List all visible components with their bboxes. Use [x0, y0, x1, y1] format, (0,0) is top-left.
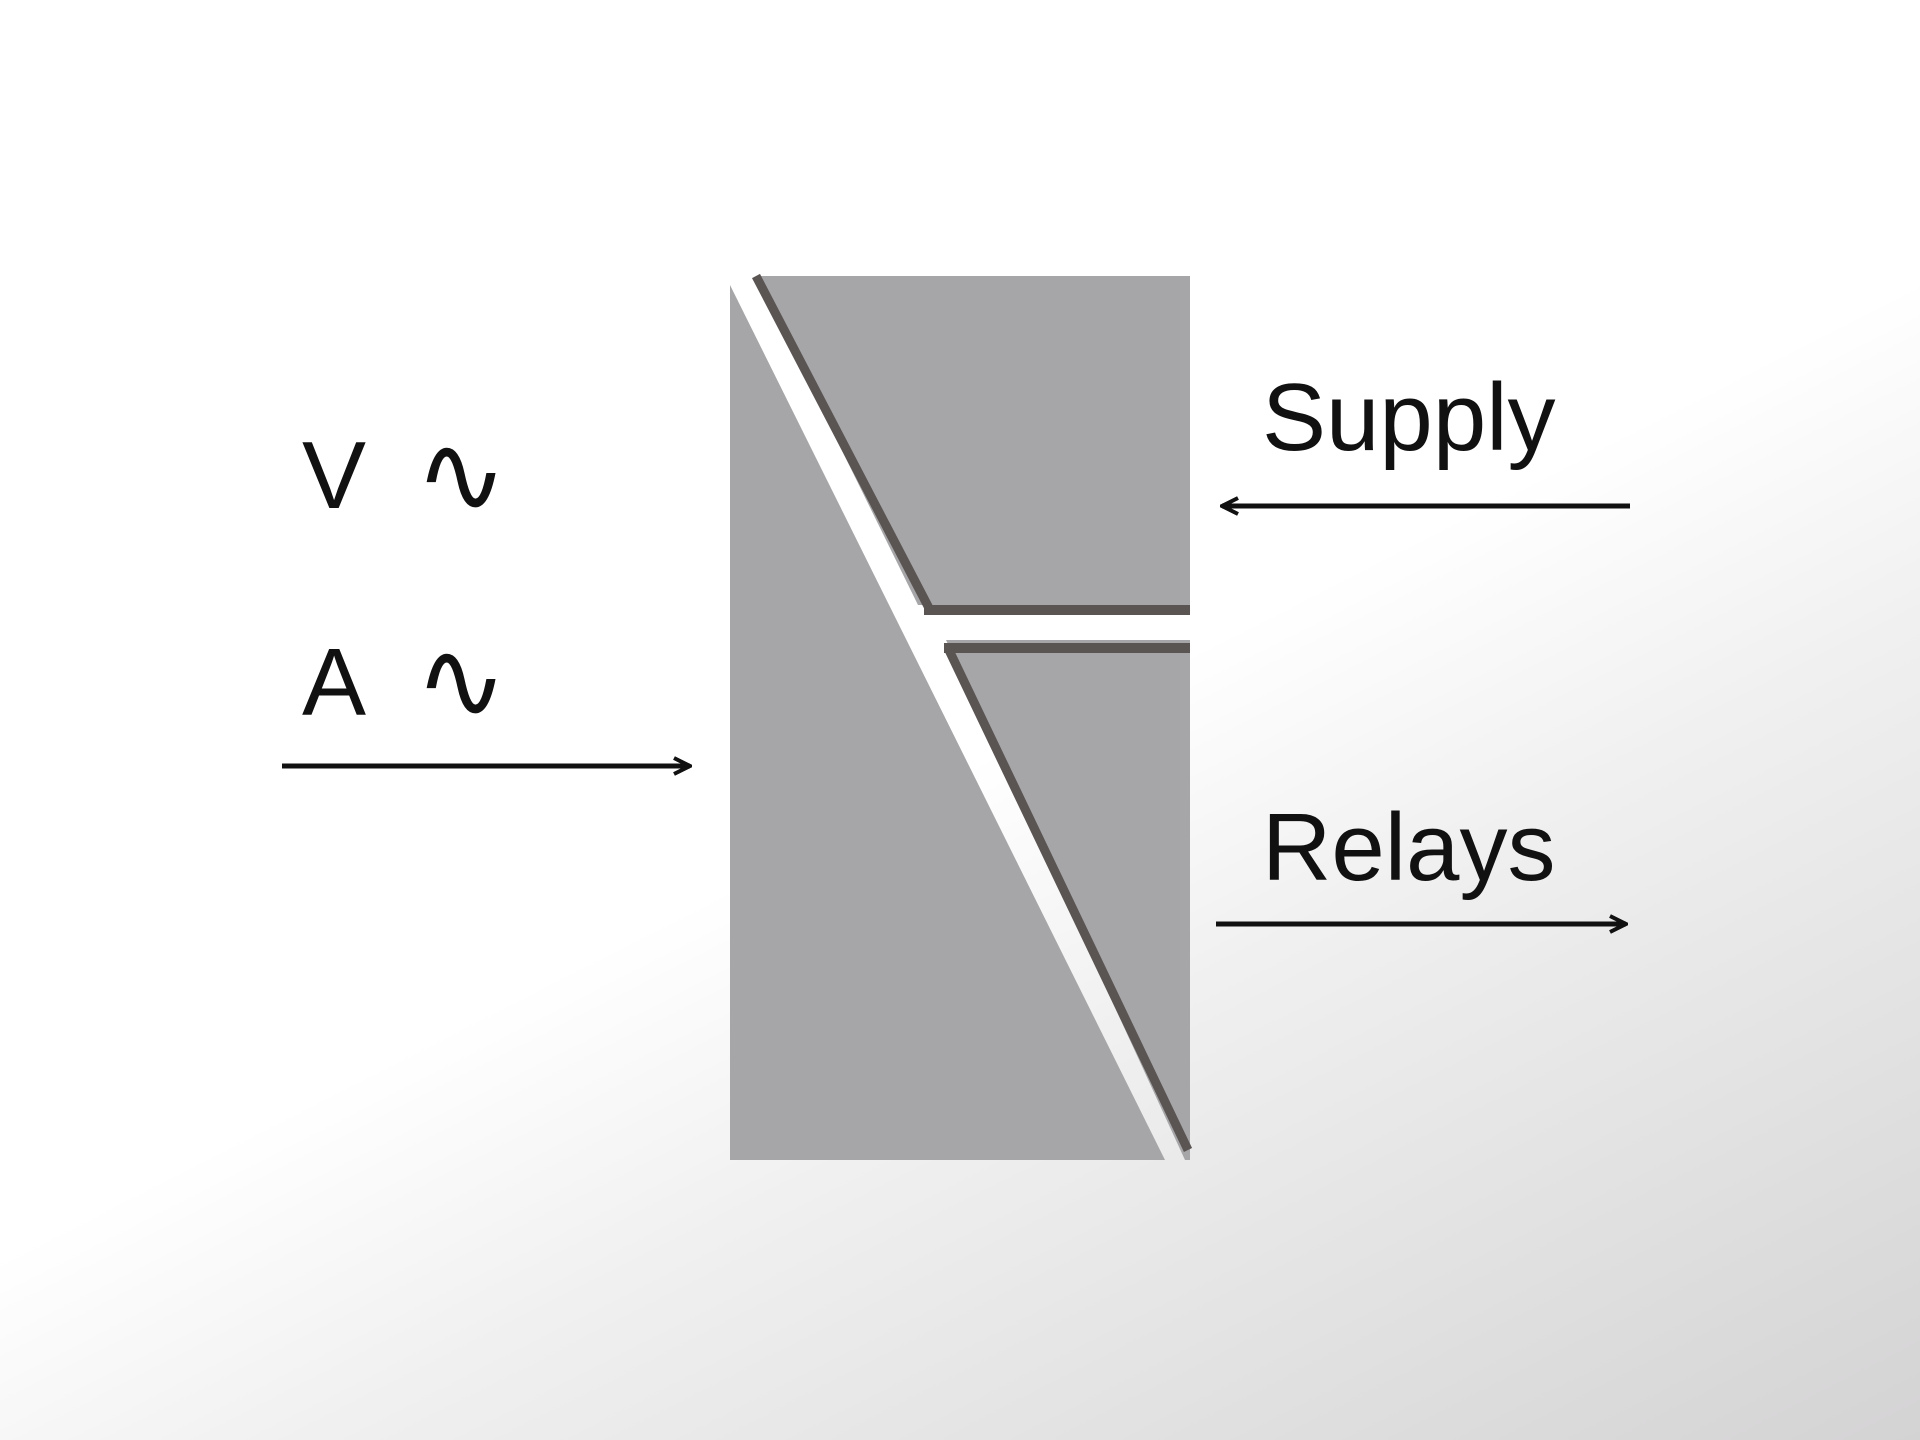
voltage-ac-symbol: ∿: [415, 410, 507, 538]
current-ac-symbol: ∿: [415, 616, 507, 744]
block-upper-right-region: [756, 276, 1190, 605]
input-labels: V ∿ A ∿: [302, 410, 507, 744]
supply-label: Supply: [1262, 364, 1556, 471]
block-left-region: [730, 285, 1165, 1160]
diagonal-edge-line-upper: [752, 273, 934, 613]
current-label: A: [302, 629, 366, 736]
relays-label: Relays: [1262, 794, 1555, 901]
device-block: [730, 273, 1193, 1160]
voltage-label: V: [302, 422, 366, 529]
diagonal-edge-line-lower: [943, 646, 1193, 1152]
